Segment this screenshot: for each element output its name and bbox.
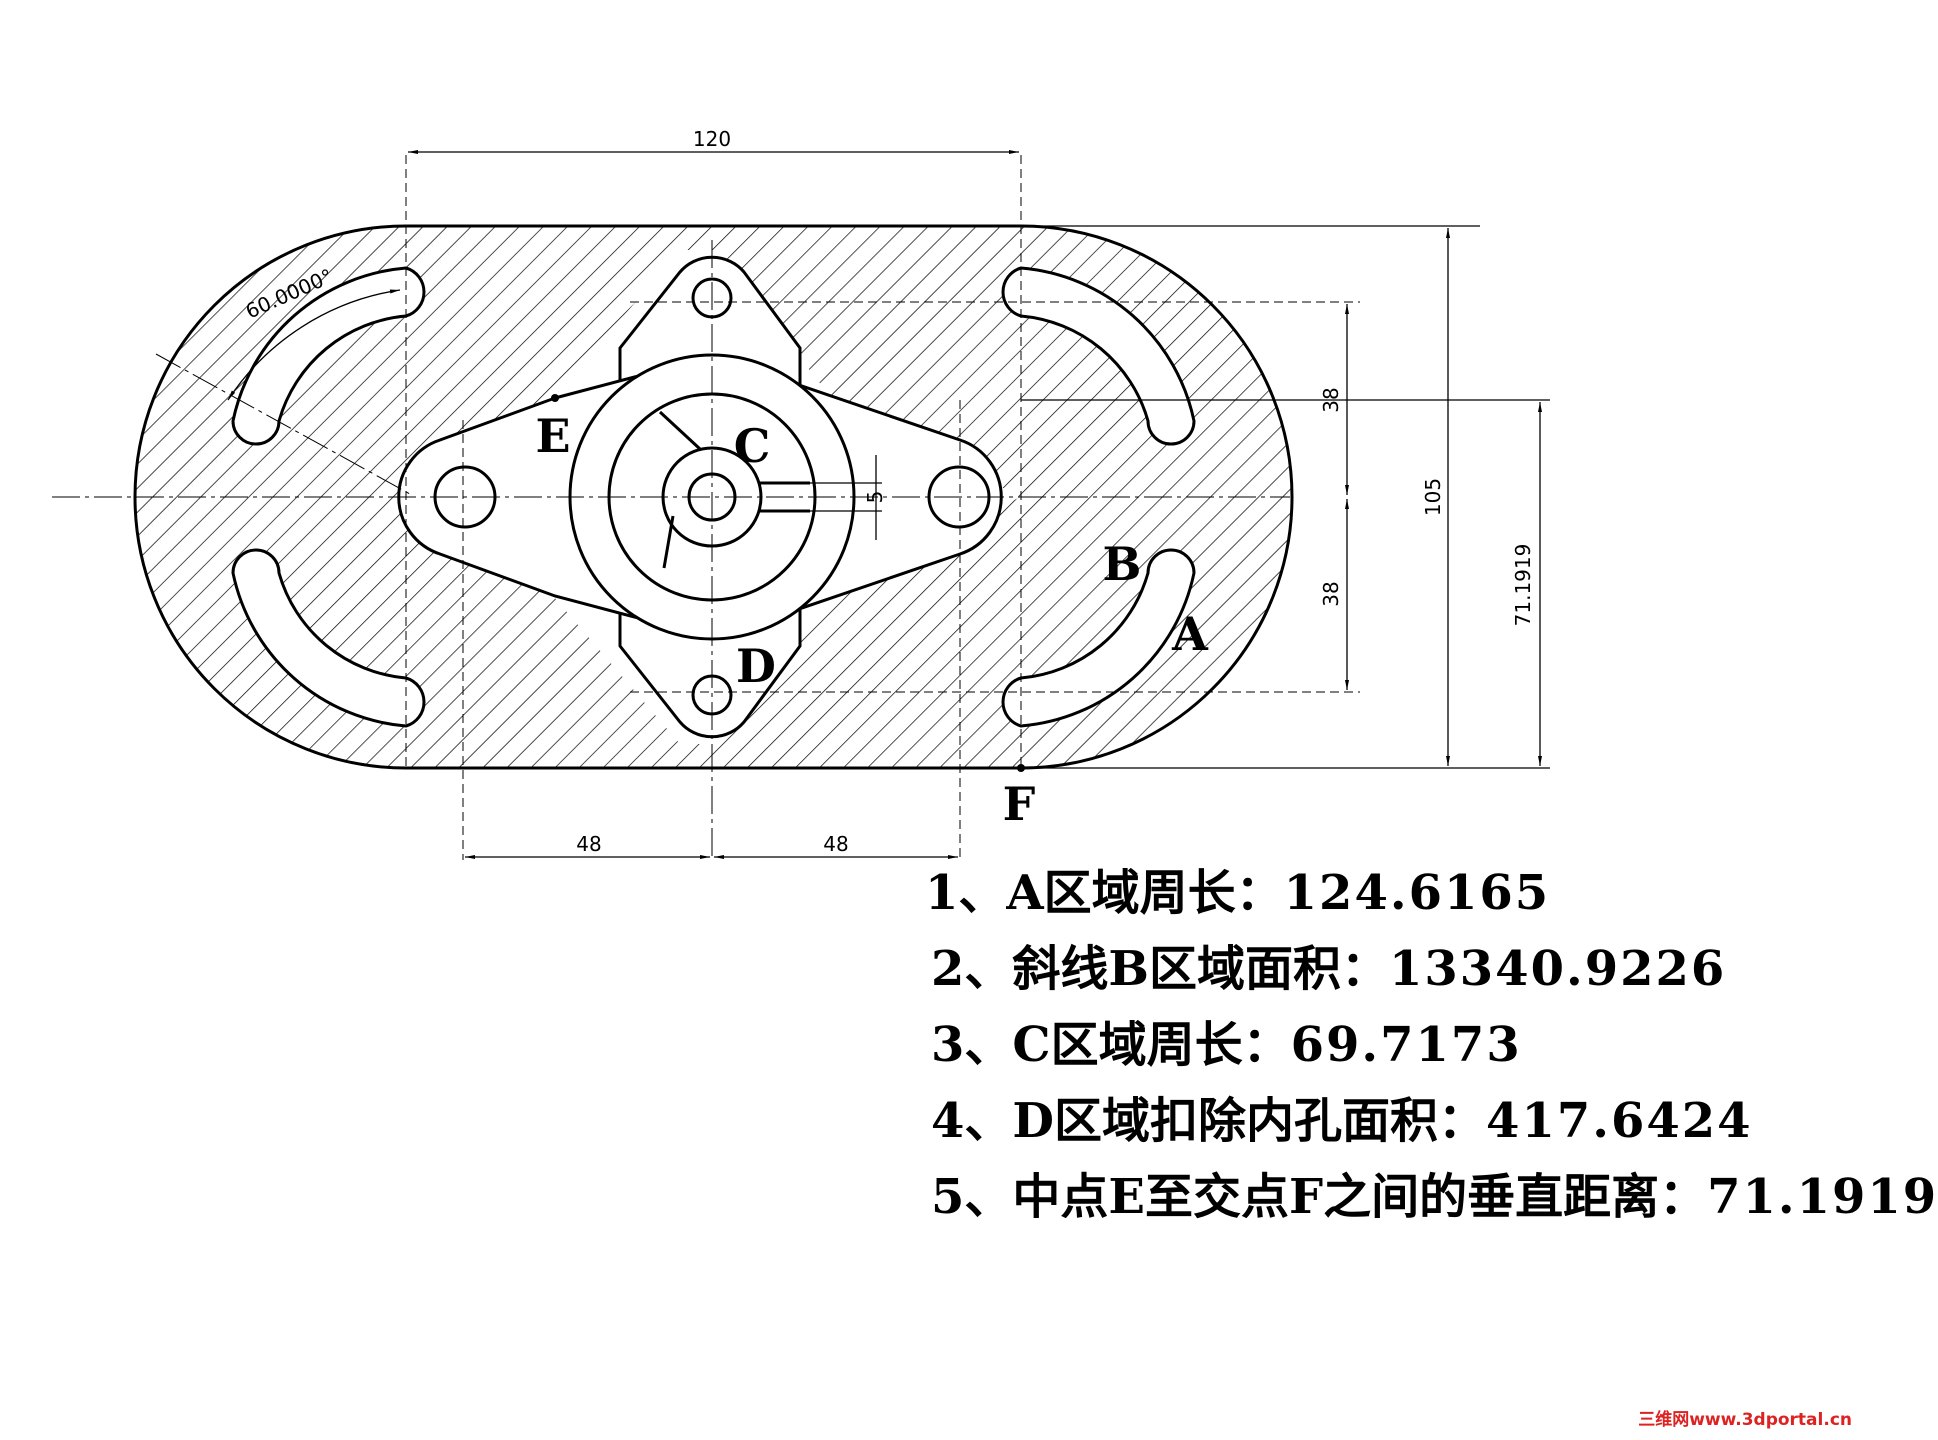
watermark: 三维网www.3dportal.cn: [1638, 1410, 1852, 1430]
result-row-2: 2、斜线B区域面积：13340.9226: [925, 931, 1845, 1007]
result-label: 斜线B区域面积：: [1012, 941, 1389, 997]
result-value: 124.6165: [1283, 865, 1551, 921]
label-a: A: [1171, 607, 1209, 661]
result-row-1: 1、A区域周长：124.6165: [925, 855, 1845, 931]
result-index: 5、: [931, 1169, 1013, 1225]
dimension-lines: [227, 150, 1550, 859]
dim-48-left-text: 48: [576, 832, 601, 856]
label-e: E: [535, 409, 570, 463]
result-value: 13340.9226: [1388, 941, 1727, 997]
dim-48-right-text: 48: [823, 832, 848, 856]
dim-120-text: 120: [693, 127, 731, 151]
dim-105-text: 105: [1421, 478, 1445, 516]
center-lines: [52, 240, 1290, 860]
result-row-3: 3、C区域周长：69.7173: [925, 1007, 1845, 1083]
result-value: 417.6424: [1486, 1093, 1753, 1149]
result-index: 4、: [931, 1093, 1013, 1149]
results-list: 1、A区域周长：124.6165 2、斜线B区域面积：13340.9226 3、…: [925, 855, 1936, 1235]
result-row-4: 4、D区域扣除内孔面积：417.6424: [925, 1083, 1845, 1159]
result-label: C区域周长：: [1012, 1017, 1291, 1073]
point-f-marker: [1017, 764, 1025, 772]
dim-5-text: 5: [863, 491, 887, 504]
result-label: 中点E至交点F之间的垂直距离：: [1012, 1169, 1708, 1225]
technical-drawing: 120 60.0000° 38 38 105 71.1919 5 48 48 A…: [52, 127, 1550, 860]
result-value: 69.7173: [1290, 1017, 1522, 1073]
result-label: D区域扣除内孔面积：: [1012, 1093, 1487, 1149]
spoke-2: [662, 515, 675, 569]
dim-38-lower-text: 38: [1319, 581, 1343, 606]
result-label: A区域周长：: [1006, 865, 1284, 921]
construction-lines: [405, 155, 1360, 860]
result-index: 3、: [931, 1017, 1013, 1073]
result-row-5: 5、中点E至交点F之间的垂直距离：71.1919: [925, 1159, 1936, 1235]
dim-ef-text: 71.1919: [1511, 544, 1535, 627]
spoke-1: [658, 410, 702, 451]
point-e-marker: [551, 394, 559, 402]
angle-dim-arc: [227, 289, 401, 401]
label-d: D: [736, 639, 776, 693]
label-c: C: [734, 419, 771, 473]
result-index: 1、: [925, 865, 1007, 921]
hatched-region-b: [135, 226, 1292, 768]
label-f: F: [1003, 777, 1036, 831]
label-b: B: [1103, 537, 1142, 591]
result-index: 2、: [931, 941, 1013, 997]
result-value: 71.1919: [1707, 1169, 1938, 1225]
dim-38-upper-text: 38: [1319, 387, 1343, 412]
